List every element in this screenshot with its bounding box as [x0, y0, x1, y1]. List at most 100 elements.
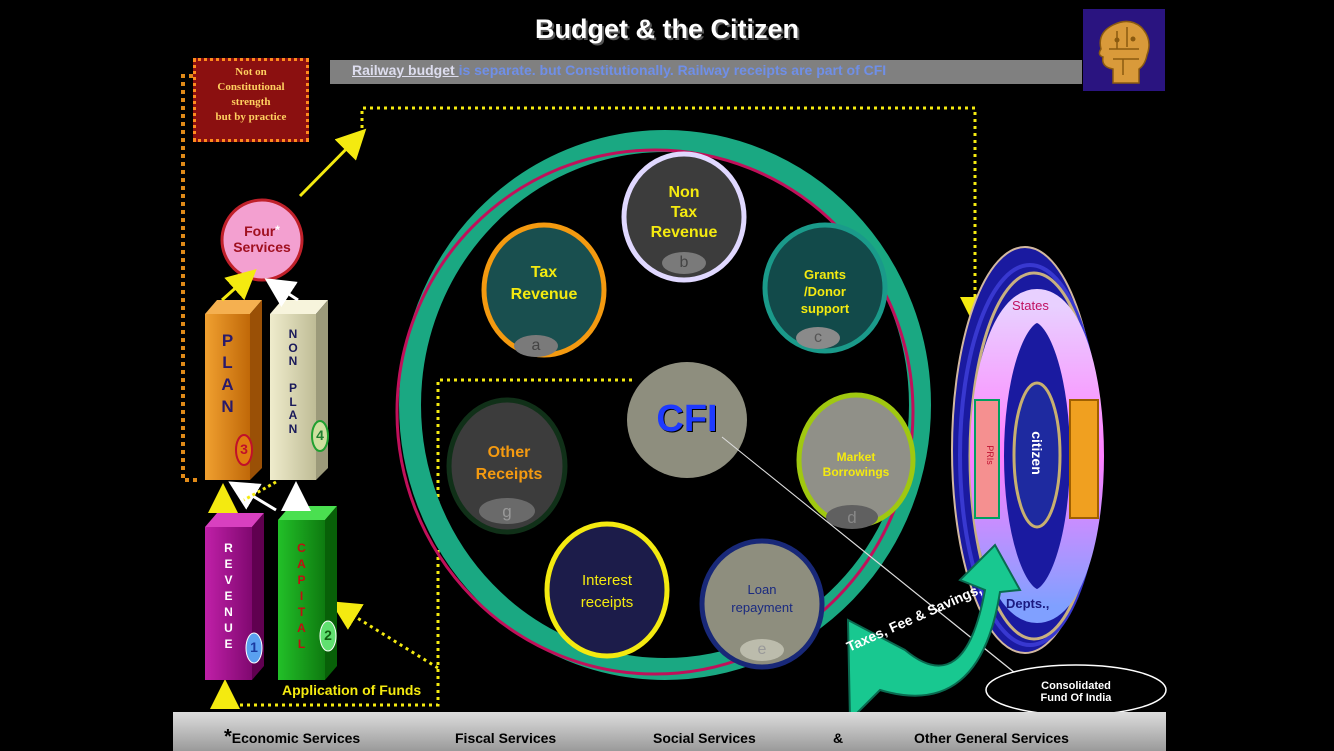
loan-repayment-circle	[699, 538, 825, 670]
pri-label: PRIs	[985, 445, 995, 465]
nontax-revenue-circle	[621, 151, 747, 283]
cfi-inner-ring	[395, 148, 915, 676]
four-services-circle	[220, 198, 304, 282]
grants-text3: support	[800, 301, 850, 316]
bottom-star: *	[224, 726, 232, 748]
note-connector	[181, 74, 200, 482]
four-services-text1: Four	[244, 223, 276, 239]
capital-number-badge	[319, 620, 337, 652]
tax-revenue-text1: Tax	[530, 264, 558, 281]
note-line: strength	[231, 96, 271, 108]
economic-services-text: Economic Services	[231, 730, 361, 746]
note-box: Not on Constitutional strength but by pr…	[193, 58, 309, 142]
nonplan-arrow	[264, 278, 299, 308]
tag-d: d	[847, 508, 857, 527]
callout-label: Consolidated Fund Of India	[1000, 680, 1152, 704]
taxes-arrow	[846, 543, 1022, 723]
application-label: Application of Funds	[282, 682, 422, 698]
economic-services: *Economic Services	[224, 727, 361, 747]
citizen-right-block	[1069, 399, 1099, 519]
nontax-revenue-label: Non Tax Revenue	[634, 183, 734, 243]
revenue-number-badge	[245, 632, 263, 664]
note-line: Not on	[235, 66, 267, 78]
revenue-nonplan-arrow	[228, 481, 277, 512]
railway-banner-body: is separate. but Constitutionally. Railw…	[458, 62, 887, 78]
railway-banner	[330, 60, 1082, 84]
callout-line1: Consolidated	[1041, 680, 1111, 692]
nontax-text1: Non	[668, 184, 700, 201]
other-general-services: Other General Services	[914, 730, 1069, 746]
loan-repayment-label: Loan repayment	[712, 581, 812, 617]
market-text1: Market	[836, 450, 876, 464]
capital-label: C A P I T A L	[297, 541, 306, 651]
grants-text2: /Donor	[804, 284, 846, 299]
nontax-text3: Revenue	[650, 224, 718, 241]
other-text1: Other	[487, 444, 531, 461]
head-puzzle-icon	[1083, 9, 1165, 91]
tag-a-pill	[514, 335, 558, 357]
railway-banner-text: Railway budget is separate. but Constitu…	[352, 62, 886, 78]
tag-g-pill	[479, 498, 535, 524]
nonplan-number: 4	[316, 427, 324, 443]
four-services-label: Four* Services	[222, 223, 302, 255]
fiscal-services: Fiscal Services	[455, 730, 557, 746]
interest-text2: receipts	[580, 594, 634, 611]
social-services: Social Services	[653, 730, 756, 746]
plan-side	[250, 300, 262, 480]
page-title: Budget & the Citizen	[535, 14, 799, 44]
other-receipts-label: Other Receipts	[459, 442, 559, 486]
revenue-column	[205, 527, 252, 680]
railway-budget-link[interactable]: Railway budget	[352, 62, 459, 78]
other-receipts-circle	[446, 397, 568, 535]
application-loop	[210, 378, 632, 709]
cfi-outer-ring	[399, 130, 931, 680]
tag-c-pill	[796, 327, 840, 349]
loan-text2: repayment	[731, 600, 793, 615]
tax-revenue-label: Tax Revenue	[494, 262, 594, 306]
head-puzzle-image	[1083, 9, 1165, 91]
cfi-circle	[627, 362, 747, 478]
other-text2: Receipts	[475, 466, 543, 483]
four-services-star: *	[275, 223, 280, 237]
grants-circle	[762, 222, 888, 354]
grants-label: Grants /Donor support	[775, 266, 875, 317]
capital-column	[278, 520, 325, 680]
nonplan-number-badge	[311, 420, 329, 452]
revenue-number: 1	[250, 639, 258, 655]
loan-text1: Loan	[747, 582, 777, 597]
nonplan-column	[270, 314, 316, 480]
four-services-text2: Services	[233, 239, 291, 255]
depts-label: Depts.,	[1006, 596, 1050, 611]
plan-label: P L A N	[221, 331, 234, 416]
citizen-label: citizen	[1029, 431, 1045, 475]
tax-revenue-text2: Revenue	[510, 286, 578, 303]
nonplan-side	[316, 300, 328, 480]
nonplan-label: N O N P L A N	[288, 327, 298, 436]
note-line: but by practice	[215, 111, 287, 123]
interest-receipts-circle	[544, 521, 670, 659]
tag-b-pill	[662, 252, 706, 274]
grants-text1: Grants	[804, 267, 846, 282]
callout-line2: Fund Of India	[1040, 692, 1112, 704]
market-text2: Borrowings	[822, 465, 890, 479]
cfi-label: CFI	[656, 398, 718, 440]
tag-b: b	[679, 254, 689, 271]
citizen-core	[1012, 381, 1062, 529]
tag-d-pill	[826, 505, 878, 529]
tag-c: c	[814, 329, 822, 346]
plan-top	[205, 300, 262, 314]
plan-number: 3	[240, 441, 248, 457]
nontax-text2: Tax	[670, 204, 698, 221]
pri-block	[974, 399, 1000, 519]
market-borrowings-label: Market Borrowings	[806, 450, 906, 480]
interest-receipts-label: Interest receipts	[557, 570, 657, 614]
tag-g: g	[502, 502, 512, 521]
bottom-services-bar	[173, 712, 1166, 751]
note-line: Constitutional	[217, 81, 285, 93]
ampersand: &	[833, 730, 844, 746]
flow-to-citizen	[360, 106, 990, 327]
capital-arrow	[330, 601, 439, 670]
revenue-top	[205, 513, 264, 527]
